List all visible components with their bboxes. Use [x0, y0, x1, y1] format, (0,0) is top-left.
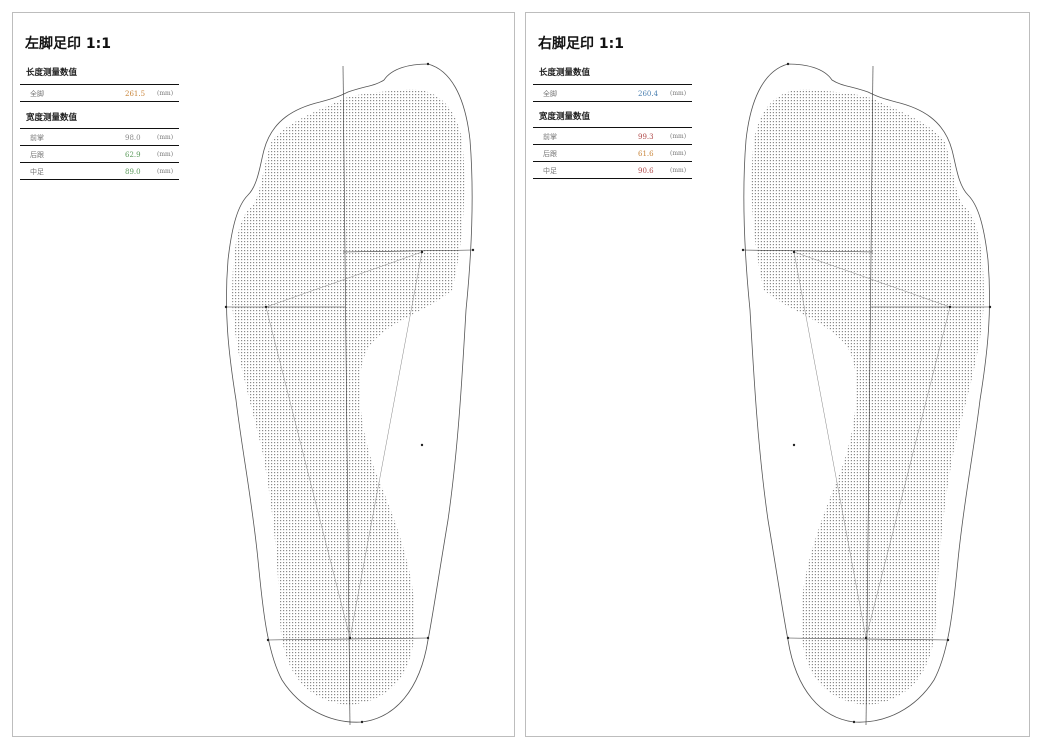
table-row: 前掌 98.0 (mm)	[20, 128, 179, 146]
row-value: 90.6	[638, 167, 654, 175]
row-label: 前掌	[543, 133, 557, 141]
row-label: 中足	[30, 168, 44, 176]
row-label: 后跟	[30, 151, 44, 159]
left-length-table: 全脚 261.5 (mm)	[20, 84, 179, 102]
row-value: 99.3	[638, 133, 654, 141]
left-foot-print	[224, 62, 475, 726]
row-unit: (mm)	[157, 134, 174, 141]
right-length-section: 长度测量数值	[539, 68, 591, 78]
row-unit: (mm)	[157, 151, 174, 158]
row-value: 61.6	[638, 150, 654, 158]
table-row: 后跟 61.6 (mm)	[533, 145, 692, 162]
table-row: 全脚 260.4 (mm)	[533, 84, 692, 102]
table-row: 前掌 99.3 (mm)	[533, 127, 692, 145]
row-unit: (mm)	[670, 167, 687, 174]
right-width-table: 前掌 99.3 (mm) 后跟 61.6 (mm) 中足 90.6 (mm)	[533, 127, 692, 179]
right-length-table: 全脚 260.4 (mm)	[533, 84, 692, 102]
table-row: 全脚 261.5 (mm)	[20, 84, 179, 102]
row-value: 260.4	[638, 90, 659, 98]
row-label: 前掌	[30, 134, 44, 142]
row-label: 全脚	[30, 90, 44, 98]
row-unit: (mm)	[670, 150, 687, 157]
row-value: 261.5	[125, 90, 146, 98]
table-row: 中足 90.6 (mm)	[533, 162, 692, 179]
table-row: 中足 89.0 (mm)	[20, 163, 179, 180]
table-row: 后跟 62.9 (mm)	[20, 146, 179, 163]
row-label: 全脚	[543, 90, 557, 98]
row-unit: (mm)	[670, 90, 687, 97]
right-foot-print	[741, 62, 992, 726]
left-width-section: 宽度测量数值	[26, 113, 78, 123]
right-title: 右脚足印 1:1	[538, 36, 624, 52]
row-unit: (mm)	[670, 133, 687, 140]
row-label: 中足	[543, 167, 557, 175]
row-value: 89.0	[125, 168, 141, 176]
row-unit: (mm)	[157, 90, 174, 97]
left-width-table: 前掌 98.0 (mm) 后跟 62.9 (mm) 中足 89.0 (mm)	[20, 128, 179, 180]
right-width-section: 宽度测量数值	[539, 112, 591, 122]
row-label: 后跟	[543, 150, 557, 158]
left-length-section: 长度测量数值	[26, 68, 78, 78]
row-value: 98.0	[125, 134, 141, 142]
left-title: 左脚足印 1:1	[25, 36, 111, 52]
row-value: 62.9	[125, 151, 141, 159]
row-unit: (mm)	[157, 168, 174, 175]
